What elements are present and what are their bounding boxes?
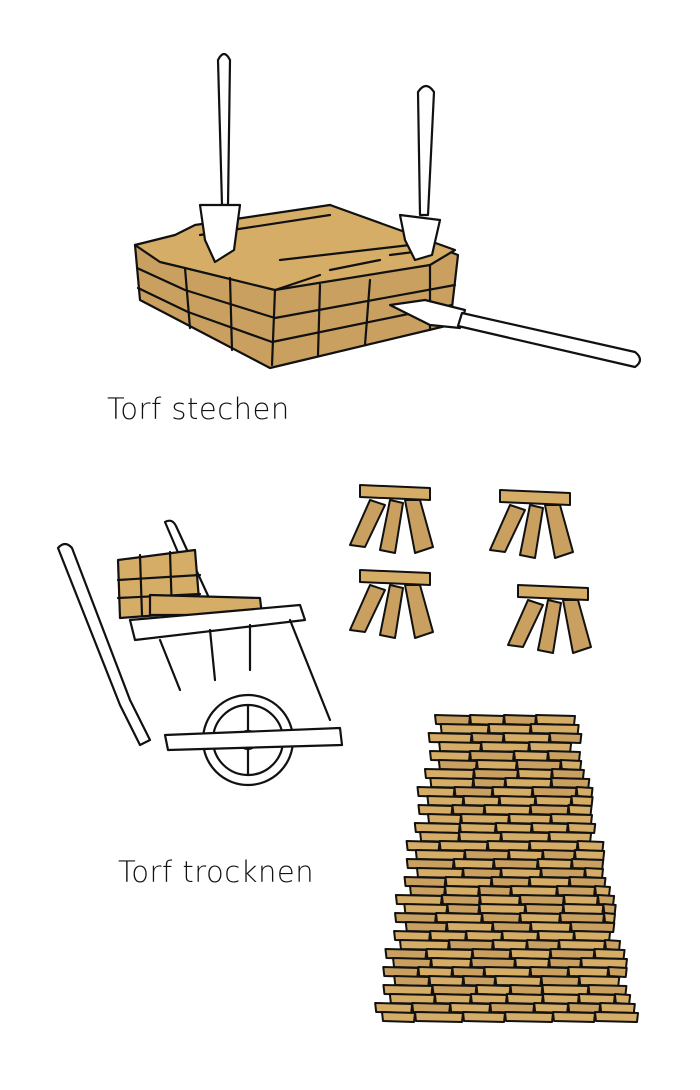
peat-brick — [594, 1011, 639, 1023]
caption-cutting: Torf stechen — [107, 392, 290, 426]
peat-brick — [462, 1011, 506, 1023]
peat-stools — [349, 484, 592, 654]
peat-brick — [504, 1011, 554, 1023]
peat-brick — [548, 732, 583, 744]
peat-brick — [552, 1011, 596, 1023]
spade-icon — [398, 84, 442, 262]
peat-brick — [607, 966, 628, 978]
peat-stool-icon — [489, 489, 574, 559]
spade-icon — [198, 52, 242, 264]
peat-stool-icon — [349, 569, 434, 639]
peat-brick — [603, 912, 616, 924]
peat-stack-icon — [374, 714, 639, 1023]
peat-brick — [569, 921, 616, 933]
peat-brick — [567, 804, 593, 816]
peat-brick — [583, 867, 605, 879]
peat-stool-icon — [507, 584, 592, 654]
peat-stool-icon — [349, 484, 434, 554]
spade-icon — [388, 298, 642, 369]
peat-brick — [414, 1011, 464, 1023]
peat-brick — [566, 822, 597, 834]
caption-drying: Torf trocknen — [118, 855, 315, 889]
peat-brick — [381, 1011, 416, 1023]
wheelbarrow-icon — [56, 519, 344, 787]
